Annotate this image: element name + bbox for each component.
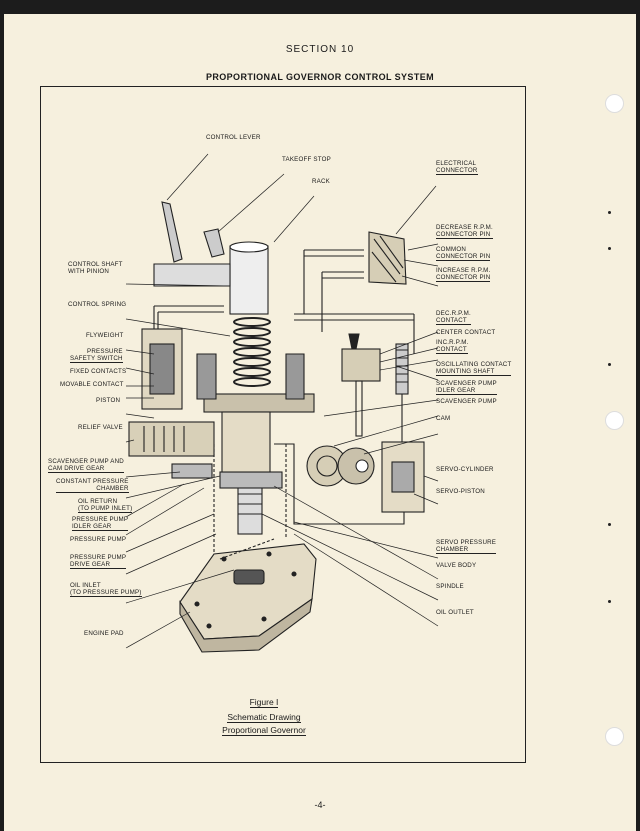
label-inc-rpm-contact: Inc.R.P.M. contact — [436, 339, 469, 355]
punch-hole — [605, 94, 624, 113]
label-increase-rpm-pin: Increase R.P.M. connector pin — [436, 267, 491, 283]
label-constant-pressure-chamber: Constant pressure chamber — [56, 478, 129, 494]
label-pressure-pump-drive: Pressure pump drive gear — [70, 554, 127, 570]
label-pressure-pump-idler: Pressure pump idler gear — [72, 516, 129, 532]
label-takeoff-stop: Takeoff stop — [282, 156, 331, 163]
label-servo-cylinder: Servo-cylinder — [436, 466, 494, 473]
label-pressure-pump: Pressure pump — [70, 536, 127, 543]
label-valve-body: Valve body — [436, 562, 477, 569]
label-cam: Cam — [436, 415, 451, 422]
label-control-lever: Control lever — [206, 134, 261, 141]
figure-caption-line1: Figure I — [249, 697, 279, 708]
label-control-shaft: Control shaft with pinion — [68, 261, 123, 276]
margin-dot — [608, 523, 611, 526]
figure-caption-line3: Proportional Governor — [222, 725, 306, 736]
margin-dot — [608, 247, 611, 250]
label-oil-inlet: Oil inlet (to pressure pump) — [70, 582, 142, 598]
label-scavenger-drive-gear: Scavenger pump and cam drive gear — [48, 458, 124, 474]
label-electrical-connector: Electrical connector — [436, 160, 478, 176]
page-title: PROPORTIONAL GOVERNOR CONTROL SYSTEM — [205, 72, 435, 82]
label-scavenger-idler: Scavenger pump idler gear — [436, 380, 497, 396]
label-piston: Piston — [96, 397, 121, 404]
label-pressure-safety-switch: Pressure safety switch — [70, 348, 123, 364]
governor-schematic — [125, 153, 439, 653]
engine-pad-shape — [179, 543, 317, 640]
figure-frame — [40, 86, 526, 763]
label-fixed-contacts: Fixed contacts — [70, 368, 127, 375]
punch-hole — [605, 411, 624, 430]
label-relief-valve: Relief valve — [78, 424, 123, 431]
label-center-contact: Center contact — [436, 329, 496, 336]
label-oil-return: Oil return (to pump inlet) — [78, 498, 133, 514]
figure-caption-line2: Schematic Drawing — [227, 712, 301, 723]
leader-lines — [125, 153, 439, 649]
label-engine-pad: Engine pad — [84, 630, 124, 637]
label-oscillating-contact: Oscillating contact mounting shaft — [436, 361, 512, 377]
margin-dot — [608, 363, 611, 366]
label-flyweight: Flyweight — [86, 332, 124, 339]
label-dec-rpm-contact: Dec.R.P.M. contact — [436, 310, 471, 326]
label-common-pin: Common connector pin — [436, 246, 491, 262]
label-oil-outlet: Oil outlet — [436, 609, 474, 616]
label-rack: Rack — [312, 178, 330, 185]
label-spindle: Spindle — [436, 583, 464, 590]
margin-dot — [608, 600, 611, 603]
label-scavenger-pump: Scavenger pump — [436, 398, 497, 405]
document-page: SECTION 10 PROPORTIONAL GOVERNOR CONTROL… — [4, 14, 636, 831]
page-number: -4- — [314, 800, 326, 810]
label-servo-piston: Servo-piston — [436, 488, 485, 495]
label-servo-pressure-chamber: Servo pressure chamber — [436, 539, 497, 555]
label-movable-contact: Movable contact — [60, 381, 124, 388]
margin-dot — [608, 211, 611, 214]
label-decrease-rpm-pin: Decrease R.P.M. connector pin — [436, 224, 493, 240]
section-heading: SECTION 10 — [285, 44, 355, 55]
punch-hole — [605, 727, 624, 746]
label-control-spring: Control spring — [68, 301, 127, 308]
